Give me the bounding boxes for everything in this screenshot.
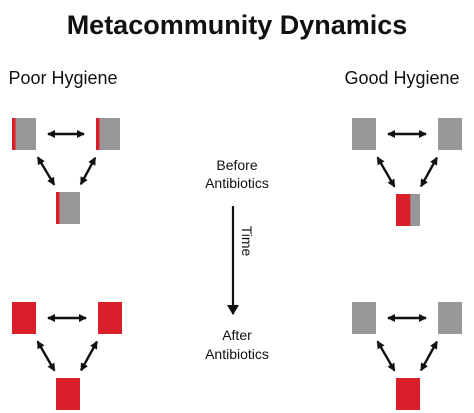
- habitat-patch: [396, 194, 420, 226]
- after-label-line1: After: [222, 327, 252, 343]
- dispersal-arrow-left: [36, 340, 56, 372]
- after-label-line2: Antibiotics: [205, 346, 269, 362]
- dispersal-arrow-left: [36, 156, 56, 186]
- uninfected-fraction: [15, 118, 36, 150]
- resistant-fraction: [56, 378, 80, 410]
- diagram-title: Metacommunity Dynamics: [67, 10, 408, 40]
- uninfected-fraction: [352, 302, 376, 334]
- patch-panels: [12, 118, 462, 410]
- good-hygiene-label: Good Hygiene: [344, 68, 459, 88]
- metacommunity-poor-before: [12, 118, 120, 224]
- uninfected-fraction: [99, 118, 120, 150]
- habitat-patch: [352, 118, 376, 150]
- habitat-patch: [98, 302, 122, 334]
- uninfected-fraction: [59, 192, 80, 224]
- dispersal-arrow-right: [420, 340, 438, 372]
- resistant-fraction: [396, 194, 411, 226]
- uninfected-fraction: [410, 194, 420, 226]
- poor-hygiene-label: Poor Hygiene: [8, 68, 117, 88]
- resistant-fraction: [396, 378, 420, 410]
- before-label-line1: Before: [216, 157, 257, 173]
- metacommunity-poor-after: [12, 302, 122, 410]
- dispersal-arrow-right: [420, 156, 438, 188]
- habitat-patch: [438, 118, 462, 150]
- habitat-patch: [352, 302, 376, 334]
- habitat-patch: [12, 118, 36, 150]
- resistant-fraction: [12, 302, 36, 334]
- resistant-fraction: [56, 192, 60, 224]
- time-label: Time: [239, 226, 255, 257]
- habitat-patch: [56, 192, 80, 224]
- dispersal-arrow-left: [376, 156, 396, 188]
- metacommunity-good-after: [352, 302, 462, 410]
- habitat-patch: [56, 378, 80, 410]
- dispersal-arrow-left: [376, 340, 396, 372]
- habitat-patch: [396, 378, 420, 410]
- uninfected-fraction: [352, 118, 376, 150]
- habitat-patch: [438, 302, 462, 334]
- resistant-fraction: [12, 118, 16, 150]
- dispersal-arrow-right: [80, 340, 98, 372]
- resistant-fraction: [96, 118, 100, 150]
- uninfected-fraction: [438, 302, 462, 334]
- before-label-line2: Antibiotics: [205, 175, 269, 191]
- habitat-patch: [96, 118, 120, 150]
- uninfected-fraction: [438, 118, 462, 150]
- metacommunity-good-before: [352, 118, 462, 226]
- dispersal-arrow-right: [79, 156, 97, 186]
- habitat-patch: [12, 302, 36, 334]
- resistant-fraction: [98, 302, 122, 334]
